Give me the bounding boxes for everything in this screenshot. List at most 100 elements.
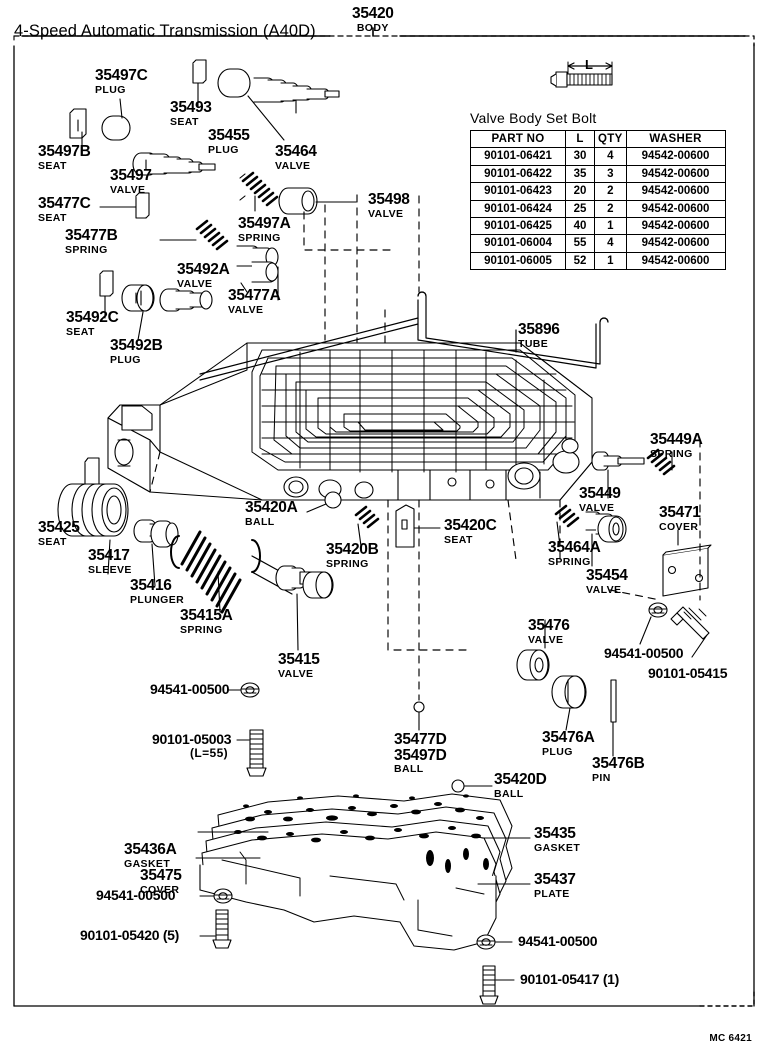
part-35477B-spring bbox=[159, 219, 229, 251]
diagram-footer-code: MC 6421 bbox=[709, 1033, 752, 1044]
part-35420-valve-body bbox=[107, 342, 593, 501]
valve-body-set-bolt-table: Valve Body Set Bolt PART NO L QTY WASHER… bbox=[470, 110, 726, 271]
page-title: 4-Speed Automatic Transmission (A40D) bbox=[14, 22, 316, 40]
part-35498-valve bbox=[278, 187, 357, 215]
part-35415-valve bbox=[251, 555, 334, 651]
part-35471-cover bbox=[662, 529, 712, 597]
cell-l: 20 bbox=[565, 182, 595, 201]
fastener-label-90101-05415: 90101-05415 bbox=[648, 665, 728, 681]
cell-washer: 94542-00600 bbox=[625, 251, 726, 271]
cell-part-no: 90101-06422 bbox=[470, 164, 566, 184]
bolt-dimension-figure bbox=[550, 61, 613, 88]
th-part-no: PART NO bbox=[470, 129, 566, 149]
cell-qty: 1 bbox=[594, 251, 627, 271]
part-35415A-spring bbox=[170, 530, 261, 614]
part-35417-sleeve bbox=[57, 483, 129, 575]
th-length: L bbox=[565, 129, 595, 149]
cell-part-no: 90101-06423 bbox=[470, 182, 566, 201]
fastener-label-94541-00500-br: 94541-00500 bbox=[518, 933, 598, 949]
part-35477C bbox=[99, 192, 150, 219]
cell-l: 30 bbox=[565, 147, 595, 166]
bolt-length-dimension-label: L bbox=[585, 57, 593, 72]
cell-washer: 94542-00600 bbox=[625, 199, 726, 218]
cell-l: 55 bbox=[565, 234, 595, 253]
part-35492-spool bbox=[159, 288, 213, 312]
part-35497B bbox=[69, 108, 87, 151]
cell-qty: 4 bbox=[594, 234, 627, 253]
cell-washer: 94542-00600 bbox=[625, 164, 726, 184]
part-35476-valve bbox=[516, 619, 550, 681]
cell-part-no: 90101-06004 bbox=[470, 234, 566, 253]
fastener-90101-05003-bolt bbox=[236, 729, 267, 777]
fastener-label-94541-00500-mid: 94541-00500 bbox=[150, 681, 230, 697]
cell-l: 25 bbox=[565, 199, 595, 218]
cell-qty: 2 bbox=[594, 182, 627, 201]
cell-part-no: 90101-06005 bbox=[470, 251, 566, 271]
cell-qty: 4 bbox=[594, 147, 627, 166]
cell-part-no: 90101-06421 bbox=[470, 147, 566, 166]
callout-35477D-35497D-ball: 35477D 35497D BALL bbox=[394, 731, 447, 775]
fastener-90101-05420-bolt bbox=[199, 909, 232, 949]
part-35464-valve bbox=[253, 77, 340, 114]
callout-35420-body: 35420 BODY bbox=[352, 5, 394, 34]
assembly-guides bbox=[149, 194, 701, 701]
fastener-label-90101-05420: 90101-05420 (5) bbox=[80, 927, 180, 943]
fastener-label-90101-05003: 90101-05003 (L=55) bbox=[152, 731, 232, 760]
fastener-94541-00500-left bbox=[227, 682, 260, 698]
th-washer: WASHER bbox=[625, 129, 726, 149]
cell-part-no: 90101-06425 bbox=[470, 216, 566, 236]
part-35420B-spring bbox=[354, 505, 380, 547]
table-header-row: PART NO L QTY WASHER bbox=[470, 129, 726, 149]
cell-qty: 1 bbox=[594, 216, 627, 236]
fastener-90101-05417-bolt bbox=[479, 965, 515, 1005]
part-35449-valve bbox=[591, 451, 645, 499]
part-35497A-spring bbox=[239, 171, 279, 212]
cell-washer: 94542-00600 bbox=[625, 182, 726, 201]
part-35476B-pin bbox=[610, 679, 617, 757]
fastener-94541-00500-bottom-right bbox=[476, 934, 513, 950]
fastener-label-94541-00500-bl: 94541-00500 bbox=[96, 887, 176, 903]
cell-l: 40 bbox=[565, 216, 595, 236]
cell-qty: 2 bbox=[594, 199, 627, 218]
cell-washer: 94542-00600 bbox=[625, 234, 726, 253]
part-35454-valve bbox=[585, 511, 627, 567]
page-border bbox=[13, 35, 755, 1007]
fastener-94541-00500-right bbox=[639, 602, 668, 645]
